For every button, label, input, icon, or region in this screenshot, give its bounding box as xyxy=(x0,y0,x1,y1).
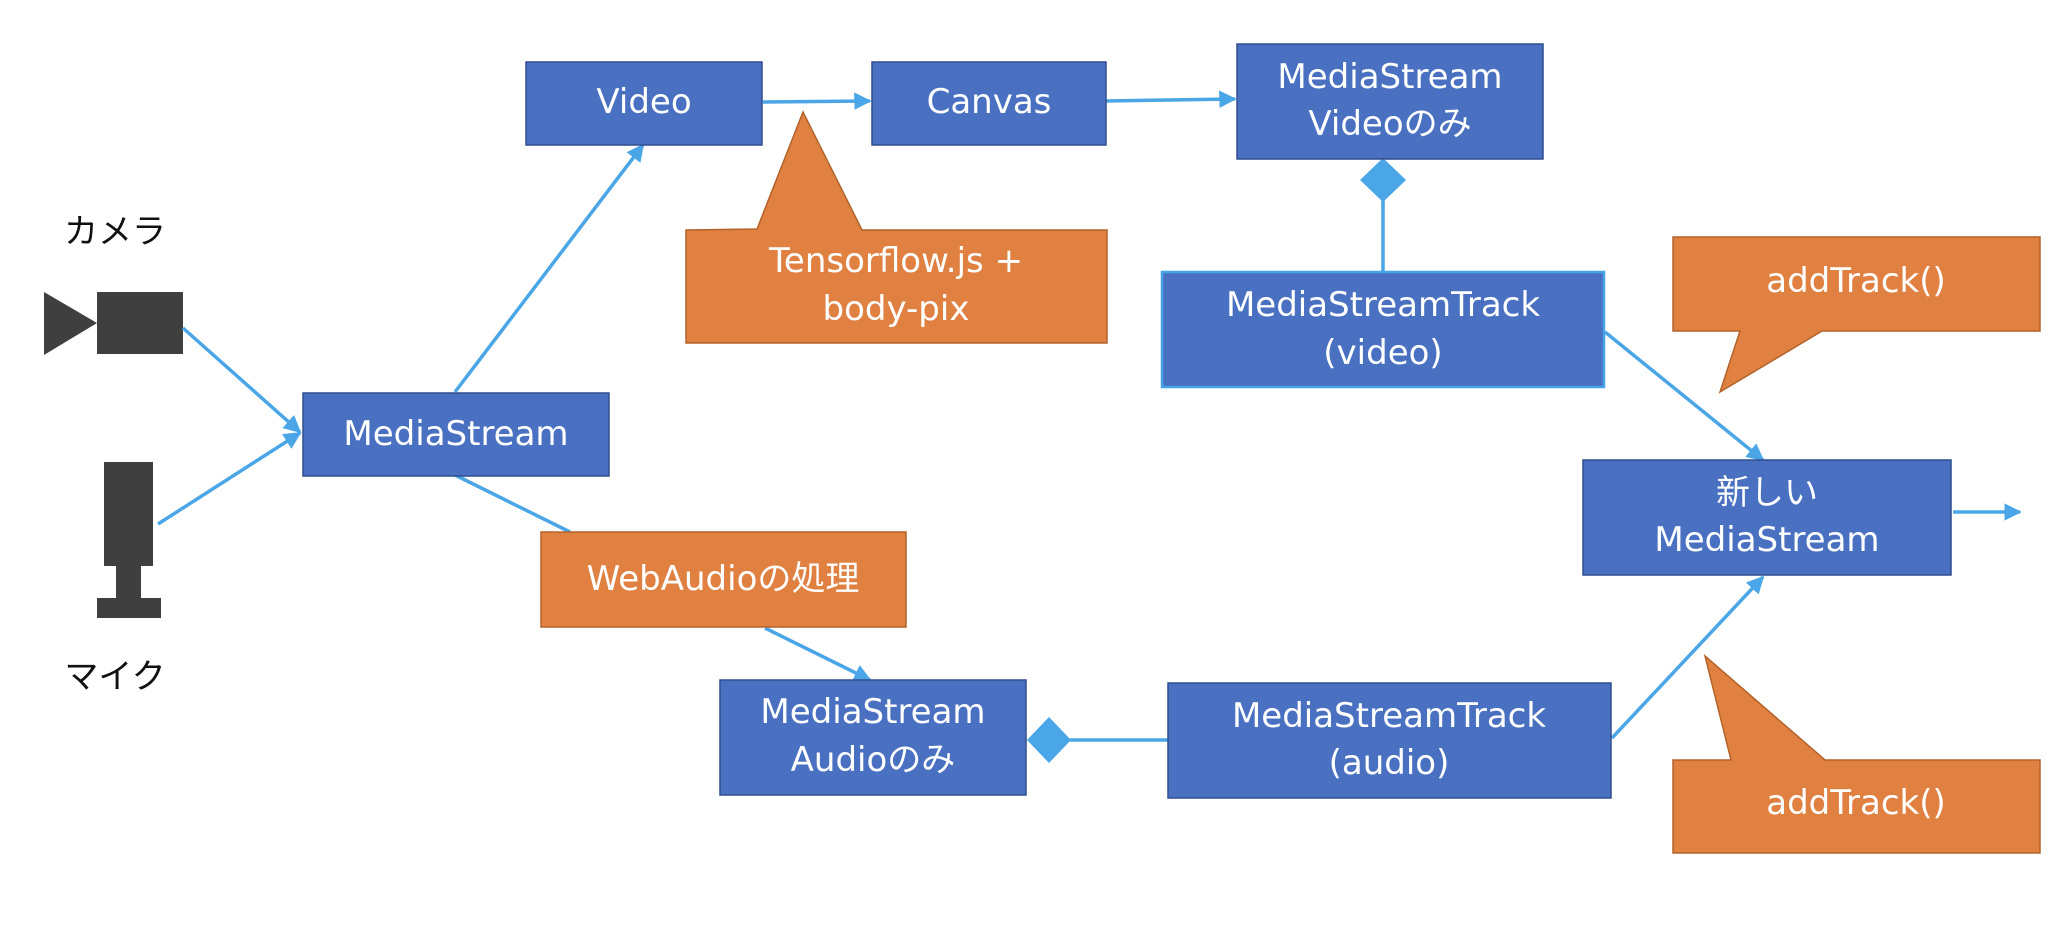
node-label: (video) xyxy=(1323,333,1442,373)
node-label: (audio) xyxy=(1329,743,1450,783)
node-label: MediaStream xyxy=(1277,57,1502,97)
node-label: MediaStream xyxy=(1654,520,1879,560)
webaudio-callout: WebAudioの処理 xyxy=(540,531,907,628)
callout-line: addTrack() xyxy=(1766,261,1946,301)
callout-line: Tensorflow.js + xyxy=(768,241,1023,281)
new-mediastream-node: 新しい MediaStream xyxy=(1582,459,1952,576)
video-camera-icon xyxy=(44,292,183,355)
mediastream-to-webaudio-line xyxy=(454,473,571,534)
callout-line: body-pix xyxy=(823,289,970,329)
microphone-icon xyxy=(97,462,161,618)
mediastream-video-only-node: MediaStream Videoのみ xyxy=(1236,43,1544,160)
node-label: Canvas xyxy=(927,82,1052,122)
camera-label: カメラ xyxy=(64,212,166,252)
composition-diamond-video xyxy=(1360,158,1406,202)
callout-line: WebAudioの処理 xyxy=(587,559,860,599)
node-label: MediaStreamTrack xyxy=(1226,285,1540,325)
mediastreamtrack-audio-node: MediaStreamTrack (audio) xyxy=(1167,682,1612,799)
mic-label: マイク xyxy=(64,657,165,697)
tensorflow-callout: Tensorflow.js + body-pix xyxy=(685,110,1108,344)
mediastream-audio-only-node: MediaStream Audioのみ xyxy=(719,679,1027,796)
video-node: Video xyxy=(525,61,763,146)
node-label: Videoのみ xyxy=(1308,104,1471,144)
track-video-to-new-ms-arrow xyxy=(1603,330,1765,462)
node-label: MediaStreamTrack xyxy=(1232,696,1546,736)
webaudio-to-ms-audio-arrow xyxy=(764,626,872,682)
node-label: Audioのみ xyxy=(791,740,956,780)
mic-to-mediastream-arrow xyxy=(157,431,302,526)
canvas-to-ms-video-arrow xyxy=(1104,90,1237,108)
video-to-canvas-arrow xyxy=(762,92,872,110)
callout-line: addTrack() xyxy=(1766,783,1946,823)
node-label: MediaStream xyxy=(760,692,985,732)
camera-to-mediastream-arrow xyxy=(181,326,302,434)
addtrack-top-callout: addTrack() xyxy=(1672,236,2041,394)
canvas-node: Canvas xyxy=(871,61,1107,146)
node-label: 新しい xyxy=(1716,473,1818,513)
mediastreamtrack-video-node: MediaStreamTrack (video) xyxy=(1160,270,1606,389)
node-label: MediaStream xyxy=(343,414,568,454)
track-audio-to-new-ms-arrow xyxy=(1610,575,1765,740)
mediastream-node: MediaStream xyxy=(302,392,610,477)
mediastream-to-video-arrow xyxy=(453,143,645,394)
addtrack-bottom-callout: addTrack() xyxy=(1672,653,2041,854)
composition-diamond-audio xyxy=(1027,717,1071,763)
node-label: Video xyxy=(596,82,691,122)
connectors xyxy=(157,90,2022,742)
